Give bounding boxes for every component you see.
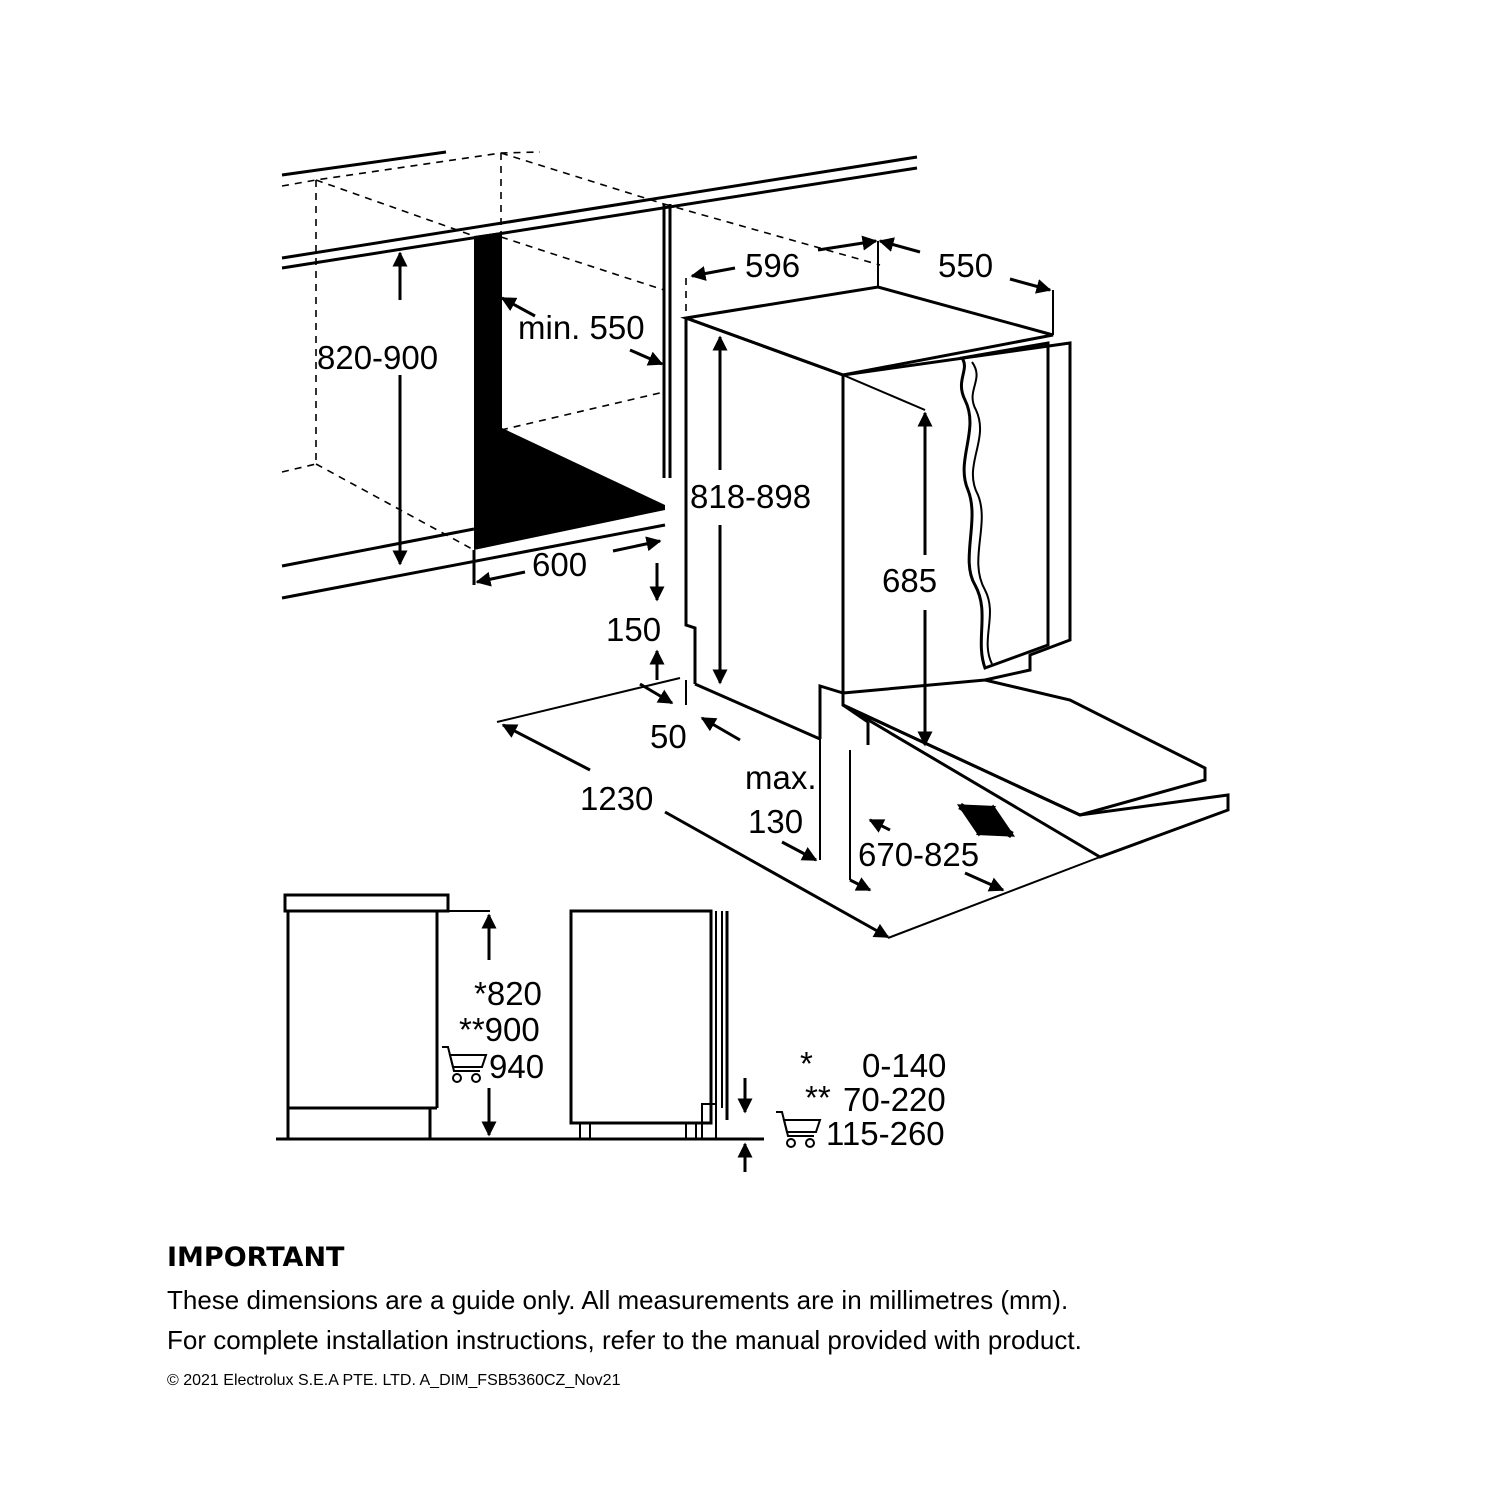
label-plinth-depth: 50 [650,718,687,755]
label-min-depth: min. 550 [518,309,645,346]
notes-title: IMPORTANT [167,1242,345,1273]
important-notes: IMPORTANT These dimensions are a guide o… [167,1242,1417,1390]
label-width: 596 [745,247,800,284]
copyright-text: © 2021 Electrolux S.E.A PTE. LTD. A_DIM_… [167,1372,621,1389]
legend-height-2: **900 [459,1011,540,1048]
niche-shadow [474,232,665,550]
dimension-arrows [392,235,1101,939]
legend-height-3: 940 [489,1048,544,1085]
label-max-value: 130 [748,803,803,840]
label-plinth-range: 670-825 [858,836,979,873]
notes-line-guide: These dimensions are a guide only. All m… [167,1285,1069,1315]
label-door-height: 685 [882,562,937,599]
legend-adjust-value-2: 70-220 [843,1081,946,1118]
label-depth: 550 [938,247,993,284]
niche-drawing [281,150,918,600]
legend-adjust-mark-2: ** [805,1079,831,1116]
label-max: max. [745,759,817,796]
legend-adjust-mark-1: * [800,1045,813,1082]
legend-adjust-value-3: 115-260 [826,1115,945,1152]
cart-icon [442,1046,488,1083]
legend-adjust-value-1: 0-140 [862,1047,946,1084]
label-plinth-height: 150 [606,611,661,648]
legend-height-1: *820 [474,975,542,1012]
label-appliance-height: 818-898 [690,478,811,515]
notes-line-manual: For complete installation instructions, … [167,1325,1082,1355]
label-niche-height: 820-900 [317,339,438,376]
side-views [276,893,764,1172]
label-niche-width: 600 [532,546,587,583]
label-door-open: 1230 [580,780,653,817]
cart-icon [776,1111,822,1148]
